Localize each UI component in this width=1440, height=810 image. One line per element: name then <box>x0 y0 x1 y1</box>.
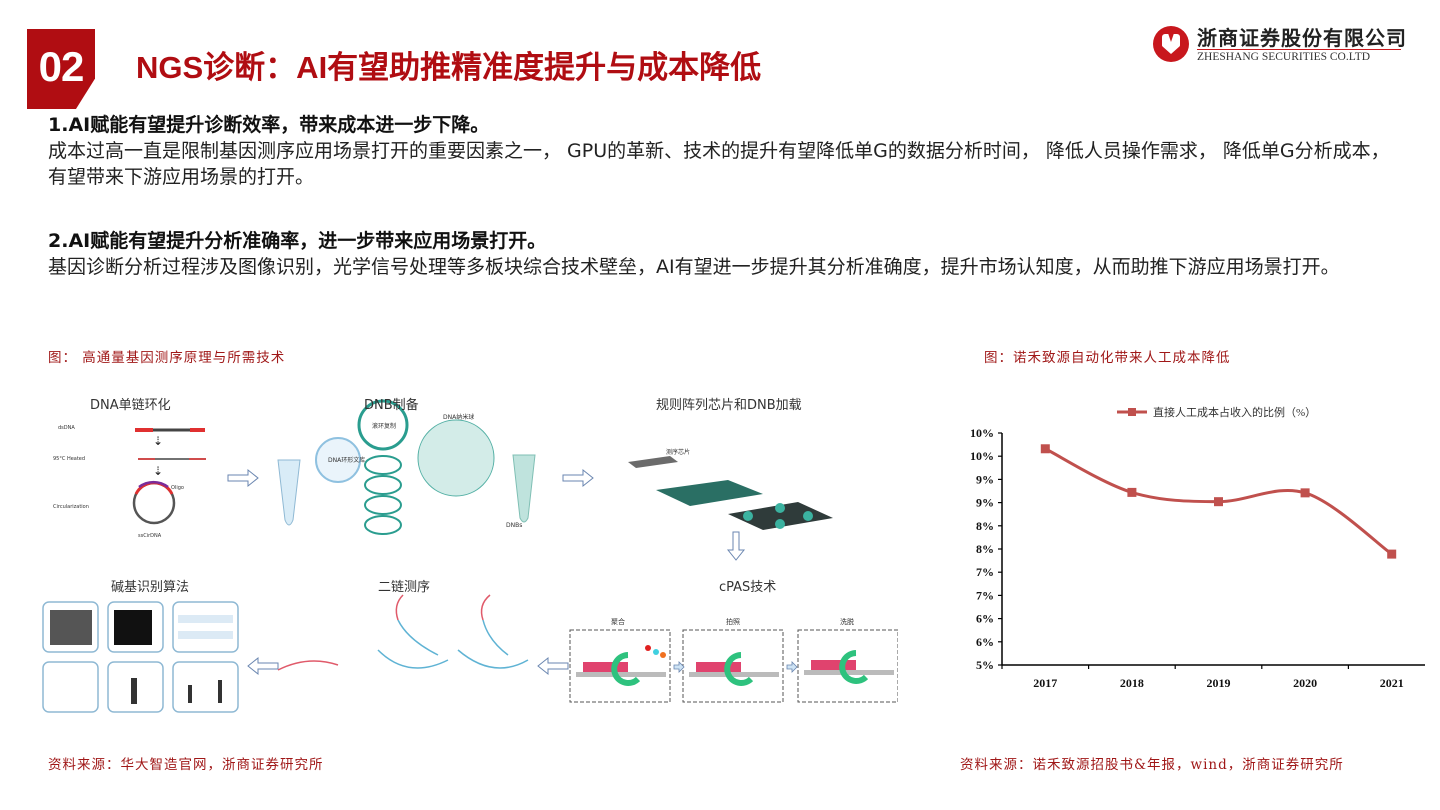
label-circularization: Circularization <box>53 504 89 510</box>
section-number: 02 <box>38 43 85 90</box>
label-imaging: 拍照 <box>726 618 740 626</box>
company-logo: 浙商证券股份有限公司 ZHESHANG SECURITIES CO.LTD <box>1153 22 1406 66</box>
svg-text:6%: 6% <box>976 612 994 626</box>
cpas-illustration <box>569 629 899 703</box>
svg-text:5%: 5% <box>976 658 994 672</box>
zheshang-logo-icon <box>1153 26 1189 62</box>
section-number-badge: 02 <box>27 29 95 109</box>
svg-text:2020: 2020 <box>1293 676 1317 690</box>
svg-text:10%: 10% <box>970 426 994 440</box>
section-2-heading: 2.AI赋能有望提升分析准确率，进一步带来应用场景打开。 <box>48 230 547 252</box>
label-wash: 洗脱 <box>840 618 854 626</box>
section-1-heading: 1.AI赋能有望提升诊断效率，带来成本进一步下降。 <box>48 114 490 136</box>
label-oligo: Oligo <box>171 485 184 491</box>
logo-name-en: ZHESHANG SECURITIES CO.LTD <box>1197 51 1371 63</box>
svg-text:2021: 2021 <box>1380 676 1404 690</box>
line-chart-graphics: 5% 6% 6% 7% 7% 8% 8% 9% 9% 10% 10% 2017 2018 2019 2020… <box>970 405 1425 690</box>
svg-text:7%: 7% <box>976 565 994 579</box>
section-2: 2.AI赋能有望提升分析准确率，进一步带来应用场景打开。 基因诊断分析过程涉及图… <box>48 229 1408 280</box>
label-rca: 滚环复制 <box>372 423 397 430</box>
label-dsdna: dsDNA <box>58 425 75 431</box>
step-second-strand: 二链测序 <box>378 580 431 595</box>
svg-text:9%: 9% <box>976 496 994 510</box>
right-figure-caption: 图：诺禾致源自动化带来人工成本降低 <box>984 350 1231 366</box>
label-dna-library: DNA环形文库 <box>328 457 366 464</box>
step-dna-circularization: DNA单链环化 <box>90 398 171 413</box>
label-chip: 测序芯片 <box>666 449 691 456</box>
svg-text:7%: 7% <box>976 588 994 602</box>
svg-text:10%: 10% <box>970 449 994 463</box>
svg-text:⇣: ⇣ <box>153 464 163 478</box>
logo-name-cn: 浙商证券股份有限公司 <box>1197 26 1407 50</box>
label-nanoball: DNA纳米球 <box>443 414 475 421</box>
label-polymerize: 聚合 <box>611 618 625 626</box>
svg-text:⇣: ⇣ <box>153 434 163 448</box>
label-sscirdna: ssCirDNA <box>138 533 162 539</box>
label-heated: 95°C Heated <box>53 456 86 462</box>
step-base-calling: 碱基识别算法 <box>111 580 190 595</box>
dna-circularization-illustration: ⇣ ⇣ <box>53 418 223 543</box>
left-figure-caption: 图： 高通量基因测序原理与所需技术 <box>48 350 286 366</box>
labor-cost-line-chart: 5% 6% 6% 7% 7% 8% 8% 9% 9% 10% 10% 2017 2018 2019 2020… <box>955 395 1425 705</box>
label-dnbs: DNBs <box>506 522 523 529</box>
svg-text:8%: 8% <box>976 542 994 556</box>
ngs-workflow-diagram: ⇣ ⇣ <box>38 380 899 725</box>
logo-divider <box>1197 49 1401 50</box>
svg-text:2019: 2019 <box>1207 676 1231 690</box>
left-figure-source: 资料来源：华大智造官网，浙商证券研究所 <box>48 757 324 773</box>
svg-text:2018: 2018 <box>1120 676 1144 690</box>
section-1: 1.AI赋能有望提升诊断效率，带来成本进一步下降。 成本过高一直是限制基因测序应… <box>48 113 1408 190</box>
section-1-body: 成本过高一直是限制基因测序应用场景打开的重要因素之一， GPU的革新、技术的提升… <box>48 140 1390 188</box>
svg-text:8%: 8% <box>976 519 994 533</box>
svg-text:直接人工成本占收入的比例（%）: 直接人工成本占收入的比例（%） <box>1153 405 1316 419</box>
patterned-array-chip-illustration <box>628 456 833 530</box>
base-calling-illustration <box>42 601 239 713</box>
step-chip-loading: 规则阵列芯片和DNB加载 <box>656 398 802 413</box>
step-cpas: cPAS技术 <box>719 580 777 595</box>
svg-text:2017: 2017 <box>1033 676 1057 690</box>
right-figure-source: 资料来源：诺禾致源招股书&年报，wind，浙商证券研究所 <box>960 757 1344 773</box>
section-2-body: 基因诊断分析过程涉及图像识别，光学信号处理等多板块综合技术壁垒，AI有望进一步提… <box>48 256 1340 278</box>
second-strand-sequencing-illustration <box>277 594 529 671</box>
page-title: NGS诊断：AI有望助推精准度提升与成本降低 <box>136 50 762 85</box>
svg-text:6%: 6% <box>976 635 994 649</box>
step-dnb-preparation: DNB制备 <box>364 398 419 413</box>
ngs-diagram-graphics: ⇣ ⇣ <box>42 399 899 713</box>
svg-text:9%: 9% <box>976 472 994 486</box>
dnb-preparation-illustration <box>277 399 536 535</box>
